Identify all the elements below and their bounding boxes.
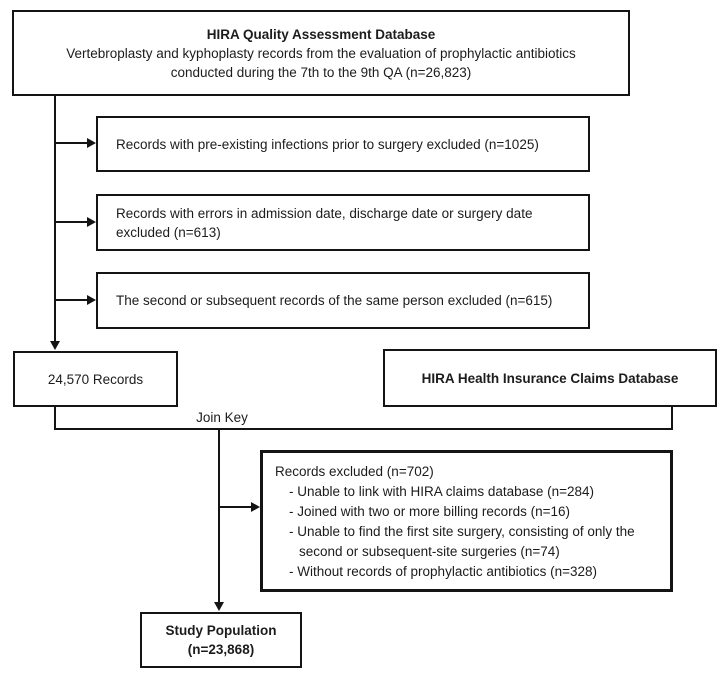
exclusion-text-3: The second or subsequent records of the … xyxy=(116,293,553,308)
exclusion-box-2: Records with errors in admission date, d… xyxy=(96,194,590,251)
claims-database-title: HIRA Health Insurance Claims Database xyxy=(421,370,679,386)
exclusion-box-3: The second or subsequent records of the … xyxy=(96,272,590,329)
connector-exclusion-1 xyxy=(55,142,88,144)
excluded-detail-box: Records excluded (n=702) - Unable to lin… xyxy=(260,450,673,592)
exclusion-text-1: Records with pre-existing infections pri… xyxy=(116,136,539,152)
qa-database-title: HIRA Quality Assessment Database xyxy=(206,26,436,42)
excluded-detail-item: - Without records of prophylactic antibi… xyxy=(289,564,598,579)
records-count-text: 24,570 Records xyxy=(47,371,144,387)
arrowhead-excluded-detail xyxy=(251,502,260,512)
study-population-count: (n=23,868) xyxy=(187,642,255,657)
connector-excluded-branch xyxy=(219,506,253,508)
records-count-box: 24,570 Records xyxy=(13,351,178,407)
qa-database-box: HIRA Quality Assessment Database Vertebr… xyxy=(12,10,630,96)
arrowhead-exclusion-3 xyxy=(87,295,96,305)
excluded-detail-title: Records excluded (n=702) xyxy=(275,464,434,479)
excluded-detail-item: - Unable to link with HIRA claims databa… xyxy=(289,484,595,499)
exclusion-box-1: Records with pre-existing infections pri… xyxy=(96,116,590,172)
study-population-title: Study Population xyxy=(165,623,277,638)
excluded-detail-item: - Unable to find the first site surgery,… xyxy=(289,524,635,559)
arrowhead-records-box xyxy=(50,341,60,350)
exclusion-text-2: Records with errors in admission date, d… xyxy=(116,205,533,240)
arrowhead-study-population xyxy=(214,602,224,611)
join-key-label: Join Key xyxy=(196,410,248,425)
connector-exclusion-2 xyxy=(55,221,88,223)
connector-records-down xyxy=(54,407,56,430)
connector-claims-down xyxy=(671,407,673,430)
connector-exclusion-3 xyxy=(55,299,88,301)
connector-join-horizontal xyxy=(54,428,673,430)
excluded-detail-item: - Joined with two or more billing record… xyxy=(289,504,570,519)
connector-source-to-records xyxy=(54,96,56,342)
qa-database-description: Vertebroplasty and kyphoplasty records f… xyxy=(66,45,576,80)
connector-join-stem xyxy=(218,430,220,603)
arrowhead-exclusion-2 xyxy=(87,217,96,227)
claims-database-box: HIRA Health Insurance Claims Database xyxy=(383,349,717,407)
study-population-box: Study Population (n=23,868) xyxy=(140,612,302,668)
arrowhead-exclusion-1 xyxy=(87,138,96,148)
